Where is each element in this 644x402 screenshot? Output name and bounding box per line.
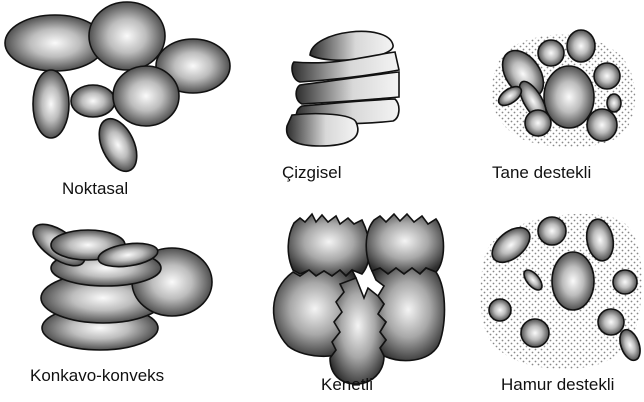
- grain: [594, 63, 620, 89]
- grain: [71, 85, 115, 117]
- grain: [372, 268, 445, 361]
- caption-konkavo-konveks: Konkavo-konveks: [30, 366, 164, 385]
- panel-kenetli: Kenetli: [274, 214, 445, 394]
- grain: [544, 66, 594, 128]
- grain: [525, 110, 551, 136]
- panel-hamur-destekli: Hamur destekli: [481, 214, 644, 394]
- grain: [613, 270, 637, 294]
- grain: [538, 40, 564, 66]
- grain: [366, 214, 443, 274]
- grain: [288, 214, 369, 276]
- panel-cizgisel: Çizgisel: [282, 31, 399, 182]
- grain: [89, 2, 165, 70]
- grain: [489, 299, 511, 321]
- caption-tane-destekli: Tane destekli: [492, 163, 591, 182]
- grain: [33, 70, 69, 138]
- panel-noktasal: Noktasal: [5, 2, 230, 198]
- grain: [598, 309, 624, 335]
- panel-konkavo-konveks: Konkavo-konveks: [26, 216, 212, 385]
- panel-tane-destekli: Tane destekli: [491, 30, 635, 182]
- grain: [113, 66, 179, 126]
- caption-hamur-destekli: Hamur destekli: [501, 375, 614, 394]
- grain: [552, 252, 594, 310]
- grain: [607, 94, 621, 112]
- caption-cizgisel: Çizgisel: [282, 163, 342, 182]
- grain: [521, 319, 549, 347]
- grain: [287, 114, 358, 146]
- grain: [587, 109, 617, 141]
- grain: [538, 217, 566, 245]
- grain: [567, 30, 595, 62]
- caption-kenetli: Kenetli: [321, 375, 373, 394]
- caption-noktasal: Noktasal: [62, 179, 128, 198]
